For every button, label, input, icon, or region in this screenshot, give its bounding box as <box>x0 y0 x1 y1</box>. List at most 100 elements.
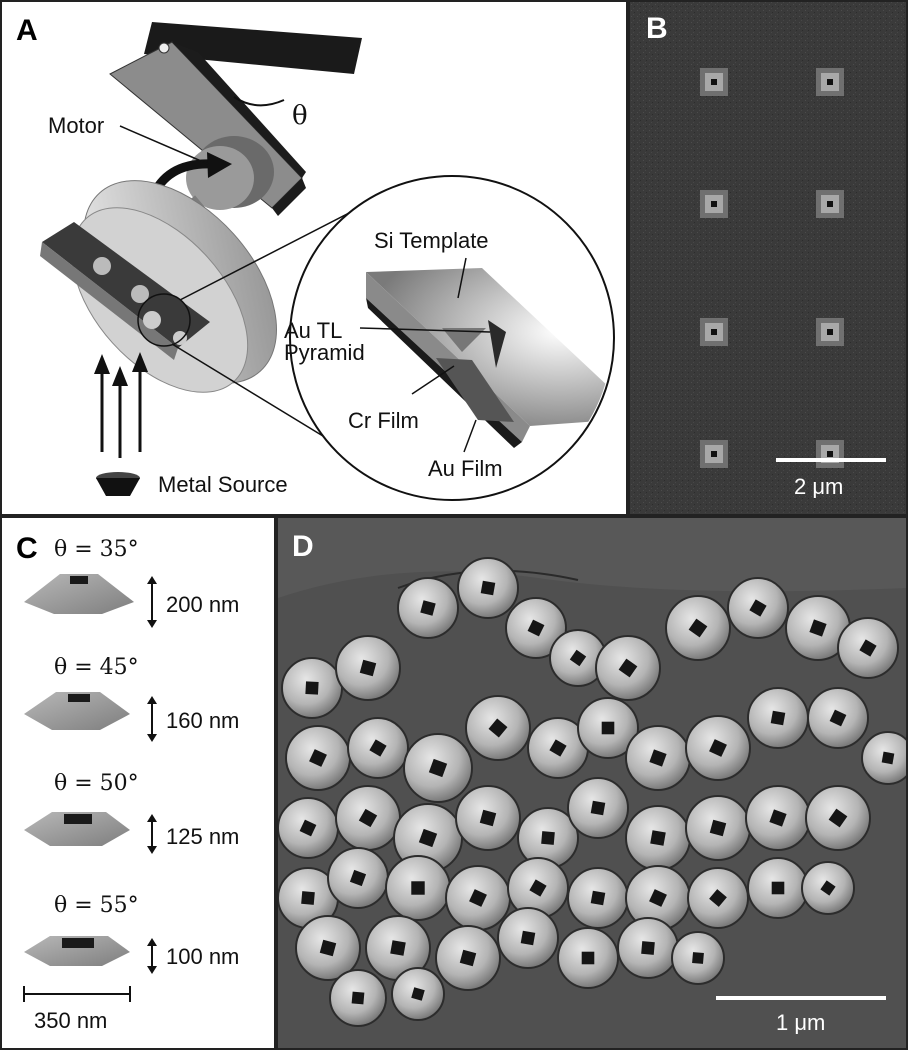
nanoparticle <box>403 733 473 803</box>
zoom-circle-small <box>137 293 191 347</box>
au-tl-label: Au TL <box>284 318 342 343</box>
nanoparticle <box>685 795 751 861</box>
panel-d: D 1 μm <box>276 516 908 1050</box>
height-label: 125 nm <box>166 824 239 849</box>
nanoparticle <box>281 657 343 719</box>
inset-circle: Si Template Au TL Pyramid Cr Film Au Fil… <box>284 175 615 501</box>
nanoparticle <box>837 617 899 679</box>
panel-b-scale-label: 2 μm <box>794 474 843 499</box>
nanoparticle <box>517 807 579 869</box>
sample-holder <box>40 180 277 393</box>
nanoparticle <box>747 687 809 749</box>
nanoparticle <box>747 857 809 919</box>
pyramid-dot <box>816 318 844 346</box>
nanoparticle <box>397 577 459 639</box>
angle-label: θ = 50° <box>54 771 139 796</box>
angle-label: θ = 55° <box>54 893 139 918</box>
truncated-pyramid <box>24 936 130 966</box>
nanoparticle <box>727 577 789 639</box>
pyramid-dot <box>816 190 844 218</box>
pyramid-dot <box>816 68 844 96</box>
nanoparticle <box>801 861 855 915</box>
pyramid-dot <box>700 318 728 346</box>
pyramid-row: θ = 45° 160 nm <box>24 655 239 742</box>
panel-d-graphic: D 1 μm <box>278 518 906 1048</box>
panel-a-graphic: A θ Motor <box>16 14 615 501</box>
nanoparticle <box>671 931 725 985</box>
panel-b-letter: B <box>646 12 668 45</box>
angle-label: θ = 35° <box>54 537 139 562</box>
truncated-pyramid <box>24 574 134 614</box>
panel-c: C θ = 35° 200 nm θ = 45° 160 nm θ = 50° … <box>0 516 276 1050</box>
scale-bar <box>716 996 886 1000</box>
nanoparticle <box>595 635 661 701</box>
nanoparticle <box>385 855 451 921</box>
pyramid-row: θ = 35° 200 nm <box>24 537 239 628</box>
pyramid-row: θ = 50° 125 nm <box>24 771 239 854</box>
nanoparticle <box>567 777 629 839</box>
nanoparticle <box>335 635 401 701</box>
motor-label: Motor <box>48 113 104 138</box>
nanoparticle <box>577 697 639 759</box>
height-label: 200 nm <box>166 592 239 617</box>
nanoparticle <box>391 967 445 1021</box>
truncated-pyramid <box>24 692 130 730</box>
nanoparticle <box>285 725 351 791</box>
truncated-pyramid <box>24 812 130 846</box>
nanoparticle <box>347 717 409 779</box>
nanoparticle <box>745 785 811 851</box>
height-label: 160 nm <box>166 708 239 733</box>
nanoparticle <box>435 925 501 991</box>
nanoparticle <box>785 595 851 661</box>
nanoparticle <box>457 557 519 619</box>
scale-bar <box>776 458 886 462</box>
pyramid-array <box>700 68 844 468</box>
pyramid-dot <box>700 190 728 218</box>
nanoparticle <box>567 867 629 929</box>
nanoparticle <box>505 597 567 659</box>
pyramid-label: Pyramid <box>284 340 365 365</box>
panel-d-letter: D <box>292 530 314 563</box>
nanoparticle <box>465 695 531 761</box>
theta-label: θ <box>292 101 308 131</box>
nanoparticle <box>455 785 521 851</box>
evaporation-arrows <box>94 352 148 458</box>
panel-c-graphic: C θ = 35° 200 nm θ = 45° 160 nm θ = 50° … <box>16 532 239 1033</box>
metal-source-icon <box>96 472 140 496</box>
angle-label: θ = 45° <box>54 655 139 680</box>
nanoparticle <box>807 687 869 749</box>
nanoparticle <box>497 907 559 969</box>
nanoparticle-cluster <box>278 557 906 1027</box>
height-label: 100 nm <box>166 944 239 969</box>
nanoparticle <box>665 595 731 661</box>
nanoparticle <box>327 847 389 909</box>
si-template-label: Si Template <box>374 228 489 253</box>
panel-a: A θ Motor <box>0 0 628 516</box>
panel-d-scale-label: 1 μm <box>776 1010 825 1035</box>
width-label: 350 nm <box>34 1008 107 1033</box>
nanoparticle <box>295 915 361 981</box>
cr-film-label: Cr Film <box>348 408 419 433</box>
nanoparticle <box>687 867 749 929</box>
panel-a-letter: A <box>16 14 38 47</box>
nanoparticle <box>685 715 751 781</box>
pyramid-row: θ = 55° 100 nm <box>24 893 239 974</box>
panel-b-graphic: B 2 μm <box>630 2 906 514</box>
nanoparticle <box>625 805 691 871</box>
pyramid-dot <box>700 440 728 468</box>
nanoparticle <box>625 725 691 791</box>
width-scale: 350 nm <box>23 986 131 1033</box>
au-film-label: Au Film <box>428 456 503 481</box>
nanoparticle <box>445 865 511 931</box>
pyramid-dot <box>700 68 728 96</box>
nanoparticle <box>557 927 619 989</box>
pyramid-dot <box>816 440 844 468</box>
angle-arc <box>233 96 285 107</box>
panel-c-letter: C <box>16 532 38 565</box>
nanoparticle <box>278 797 339 859</box>
nanoparticle <box>329 969 387 1027</box>
nanoparticle <box>805 785 871 851</box>
nanoparticle <box>617 917 679 979</box>
metal-source-label: Metal Source <box>158 472 288 497</box>
nanoparticle <box>861 731 906 785</box>
